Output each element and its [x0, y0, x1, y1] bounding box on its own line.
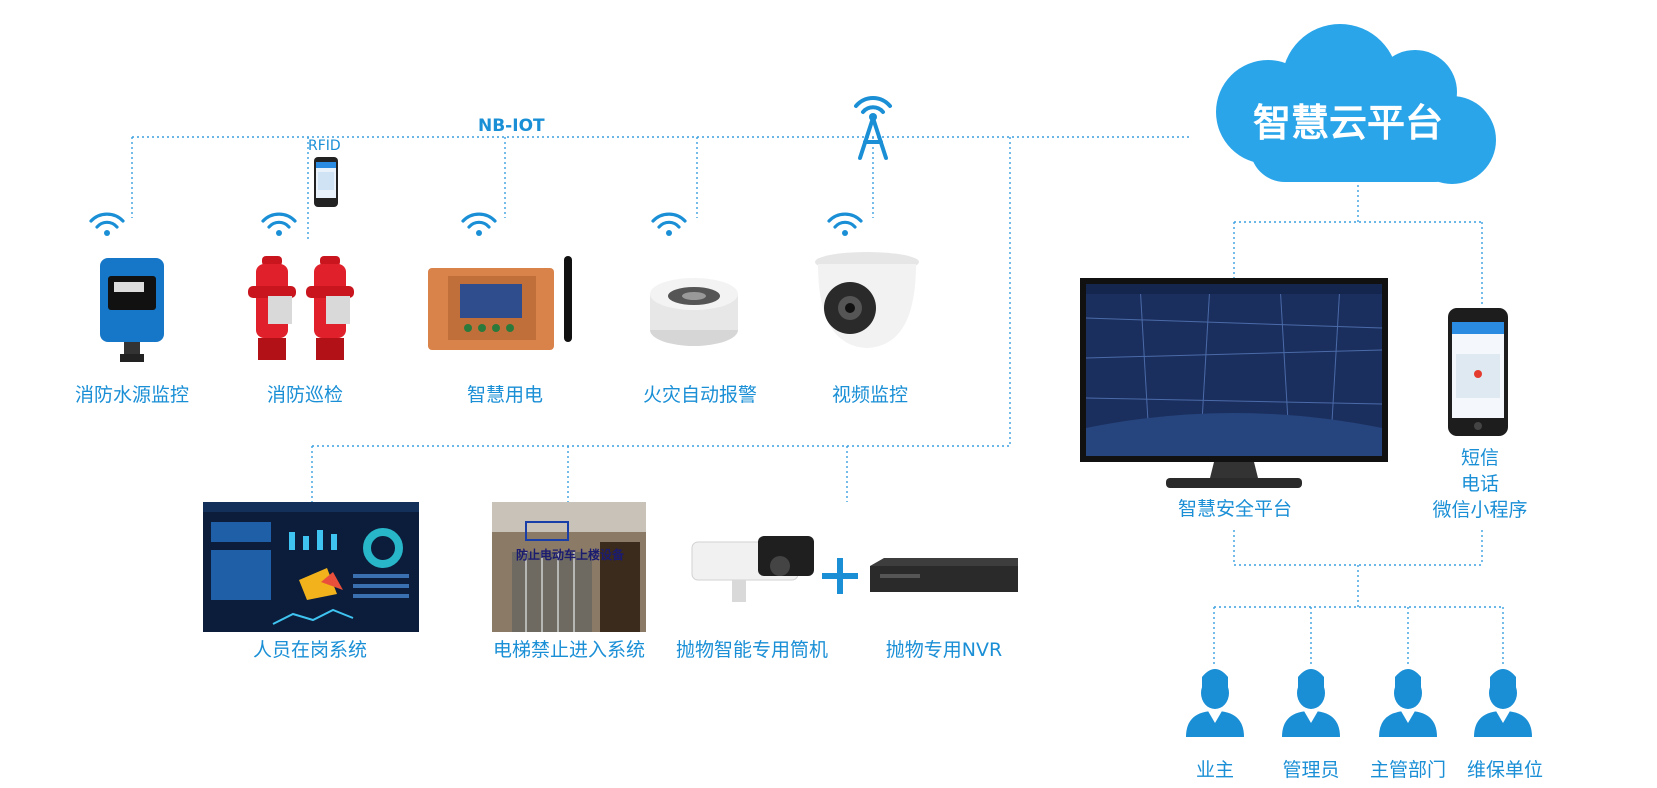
person-icon: [1474, 669, 1532, 737]
platform-label: 智慧安全平台: [1177, 498, 1292, 520]
staffing-dashboard-screen: [203, 502, 419, 632]
water-source-monitor-device: [100, 258, 164, 362]
device-label-smart-electricity: 智慧用电: [466, 384, 543, 406]
mobile-phone-device: [1448, 308, 1508, 436]
device-label-water-source: 消防水源监控: [74, 384, 189, 406]
role-label-owner: 业主: [1195, 759, 1234, 781]
device-label-fire-patrol: 消防巡检: [266, 384, 343, 406]
wifi-icon: [261, 212, 297, 236]
fire-hydrant-device: [248, 256, 354, 360]
rfid-label: RFID: [308, 138, 341, 154]
nb-iot-label: NB-IOT: [478, 116, 545, 136]
mobile-channel-phone: 电话: [1460, 473, 1499, 495]
person-icon: [1379, 669, 1437, 737]
wifi-icon: [89, 212, 125, 236]
device-label-fire-alarm: 火灾自动报警: [642, 384, 757, 406]
rfid-phone-icon: [314, 157, 338, 207]
person-icon: [1186, 669, 1244, 737]
device-label-video-monitor: 视频监控: [831, 384, 908, 406]
elevator-sign-text: 防止电动车上楼设备: [515, 548, 624, 562]
system-label-staffing: 人员在岗系统: [252, 639, 367, 661]
smart-electricity-device: [428, 256, 572, 350]
cloud-title: 智慧云平台: [1252, 101, 1443, 145]
role-label-admin: 管理员: [1282, 759, 1340, 781]
elevator-camera-photo: [492, 502, 646, 632]
cloud-icon: [1216, 24, 1496, 184]
role-label-authority: 主管部门: [1369, 759, 1446, 781]
safety-platform-monitor: [1080, 278, 1388, 488]
system-label-nvr: 抛物专用NVR: [885, 639, 1003, 661]
role-label-maintenance: 维保单位: [1466, 759, 1543, 781]
wifi-icon: [827, 212, 863, 236]
plus-icon: [822, 558, 858, 594]
dome-camera-device: [815, 252, 919, 348]
wifi-icon: [461, 212, 497, 236]
mobile-channel-sms: 短信: [1460, 447, 1499, 469]
person-icon: [1282, 669, 1340, 737]
nvr-device: [870, 558, 1018, 592]
bullet-camera-device: [691, 536, 814, 602]
wifi-icon: [651, 212, 687, 236]
fire-alarm-device: [650, 278, 738, 346]
system-label-elevator: 电梯禁止进入系统: [492, 639, 645, 661]
system-label-bullet-camera: 抛物智能专用筒机: [675, 639, 828, 661]
mobile-channel-wechat: 微信小程序: [1432, 499, 1528, 521]
antenna-tower-icon: [854, 95, 892, 160]
